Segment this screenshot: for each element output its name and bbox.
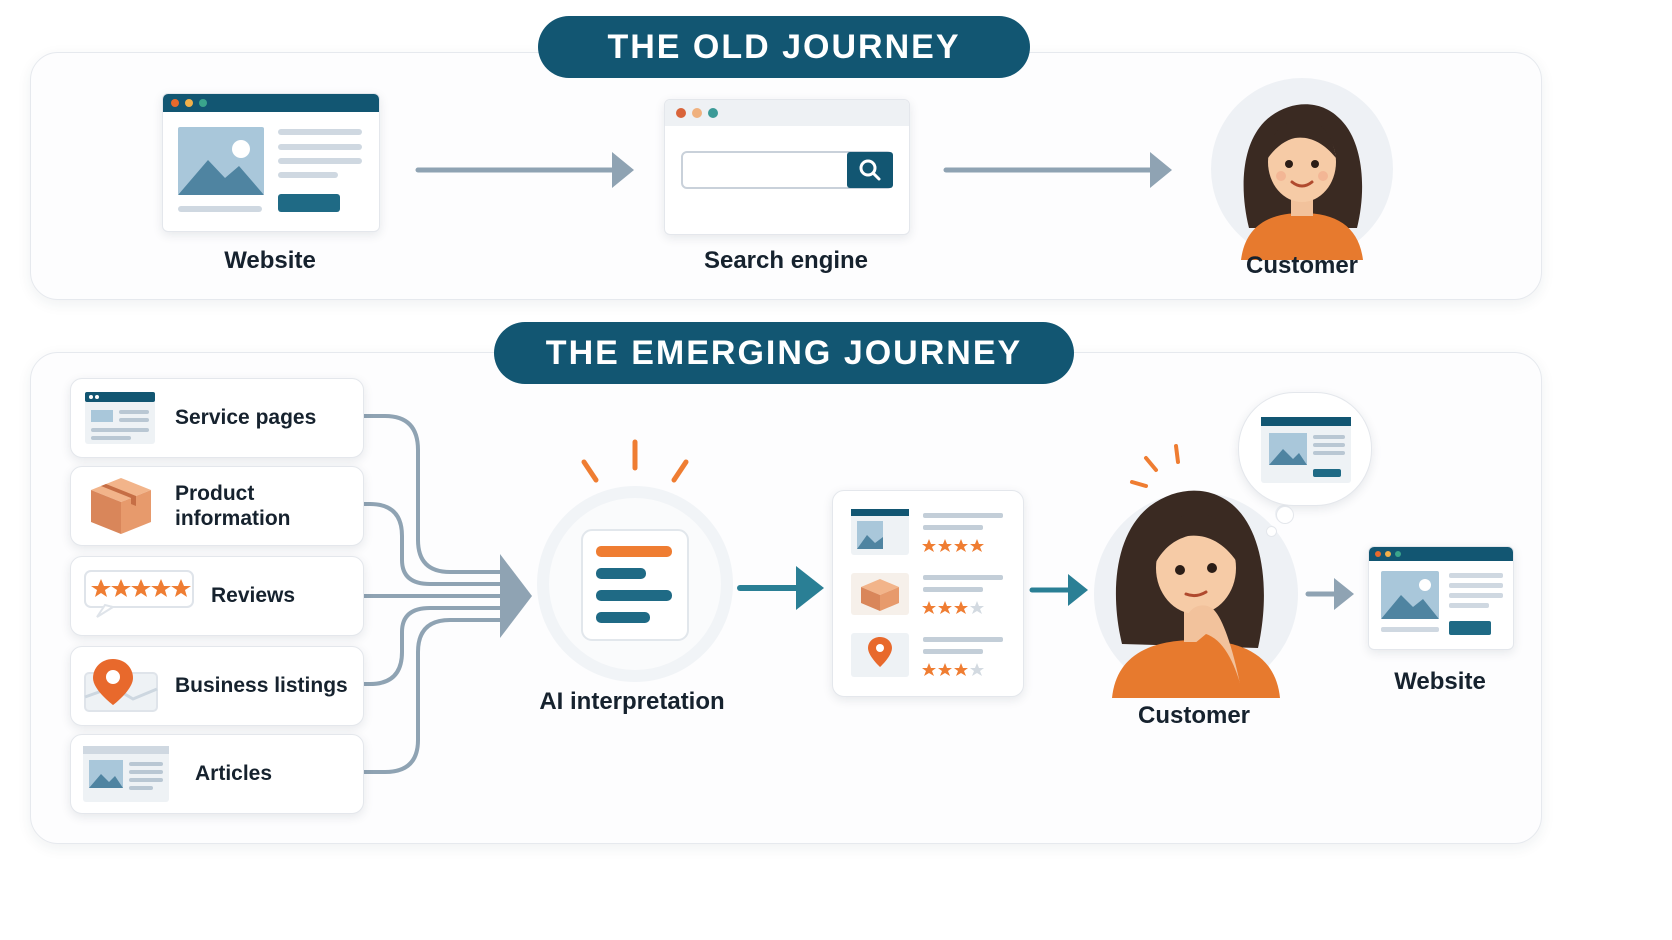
hub-label: AI interpretation bbox=[539, 688, 725, 715]
old-step-label-customer: Customer bbox=[1245, 252, 1359, 279]
source-label: Articles bbox=[195, 762, 273, 785]
product-box-icon bbox=[91, 478, 151, 534]
customer-avatar bbox=[1211, 78, 1393, 260]
source-label: Service pages bbox=[175, 406, 317, 429]
source-label: Product information bbox=[175, 482, 291, 530]
ai-results-card bbox=[832, 490, 1024, 697]
search-engine-icon bbox=[664, 99, 910, 235]
old-step-label-website: Website bbox=[224, 247, 316, 274]
thought-bubble bbox=[1238, 392, 1372, 506]
source-product-information: Product information bbox=[70, 466, 364, 546]
service-page-icon bbox=[85, 392, 155, 444]
source-reviews: Reviews bbox=[70, 556, 364, 636]
website-icon bbox=[1261, 417, 1351, 483]
old-journey-title: THE OLD JOURNEY bbox=[538, 16, 1030, 78]
ai-document-icon bbox=[530, 434, 740, 684]
website-icon bbox=[162, 93, 380, 232]
emerging-journey-title: THE EMERGING JOURNEY bbox=[494, 322, 1074, 384]
destination-website-icon bbox=[1368, 546, 1514, 650]
article-icon bbox=[83, 746, 169, 802]
source-label: Reviews bbox=[211, 584, 296, 607]
thinking-customer-avatar bbox=[1094, 444, 1374, 698]
destination-website-label: Website bbox=[1394, 668, 1486, 695]
source-label: Business listings bbox=[175, 674, 348, 697]
source-service-pages: Service pages bbox=[70, 378, 364, 458]
old-step-label-search-engine: Search engine bbox=[703, 247, 869, 274]
source-articles: Articles bbox=[70, 734, 364, 814]
thought-dot bbox=[1276, 506, 1294, 524]
map-pin-icon bbox=[84, 659, 158, 712]
thought-dot-small bbox=[1266, 526, 1277, 537]
emerging-customer-label: Customer bbox=[1137, 702, 1251, 729]
source-business-listings: Business listings bbox=[70, 646, 364, 726]
review-stars-icon bbox=[84, 570, 194, 618]
